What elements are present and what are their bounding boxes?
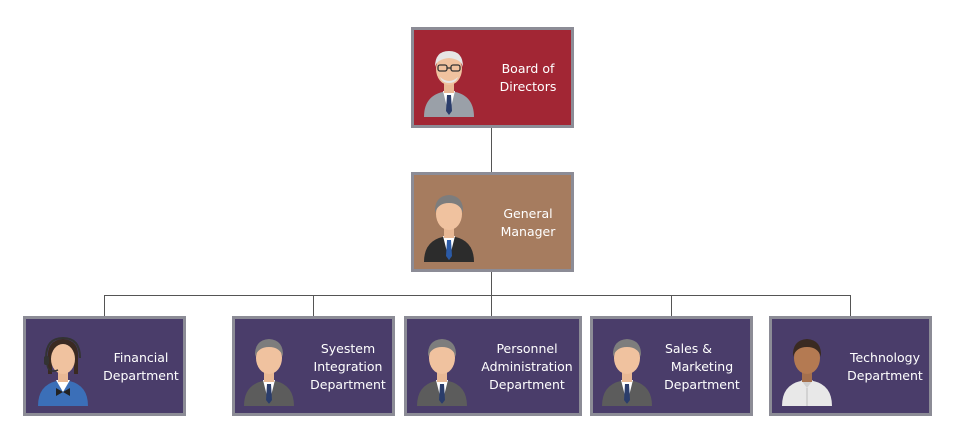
technology-label-line-1: Technology — [849, 350, 921, 365]
sales-label-line-3: Department — [664, 377, 740, 392]
connector-financial — [104, 295, 105, 318]
connector-sales — [671, 295, 672, 318]
financial-label-line-1: Financial — [113, 350, 169, 365]
receptionist-headset-avatar-icon — [38, 336, 88, 406]
financial-department-label: Financial Department — [96, 349, 186, 385]
connector-manager-bus — [491, 270, 492, 296]
system-integration-department-node[interactable]: Syestem Integration Department — [232, 316, 395, 416]
manager-label-line-1: General — [503, 206, 553, 221]
sales-marketing-department-label: Sales & Marketing Department — [657, 340, 747, 394]
manager-label-line-2: Manager — [500, 224, 556, 239]
system-label-line-3: Department — [310, 377, 386, 392]
financial-department-node[interactable]: Financial Department — [23, 316, 186, 416]
businessman-avatar-icon — [244, 339, 294, 406]
businessman-avatar-icon — [417, 339, 467, 406]
personnel-administration-department-label: Personnel Administration Department — [477, 340, 577, 394]
board-label-line-2: Directors — [499, 79, 557, 94]
personnel-label-line-1: Personnel — [496, 341, 558, 356]
personnel-label-line-2: Administration — [481, 359, 573, 374]
connector-horizontal-bus — [104, 295, 851, 296]
system-label-line-2: Integration — [313, 359, 383, 374]
casual-worker-avatar-icon — [782, 339, 832, 406]
technology-department-node[interactable]: Technology Department — [769, 316, 932, 416]
connector-system-integration — [313, 295, 314, 318]
elderly-executive-avatar-icon — [424, 51, 474, 117]
system-label-line-1: Syestem — [320, 341, 376, 356]
personnel-label-line-3: Department — [489, 377, 565, 392]
technology-label-line-2: Department — [847, 368, 923, 383]
sales-label-line-1: Sales & — [665, 341, 712, 356]
general-manager-label: General Manager — [488, 205, 568, 241]
sales-marketing-department-node[interactable]: Sales & Marketing Department — [590, 316, 753, 416]
sales-label-line-2: Marketing — [670, 359, 734, 374]
financial-label-line-2: Department — [103, 368, 179, 383]
personnel-administration-department-node[interactable]: Personnel Administration Department — [404, 316, 582, 416]
board-of-directors-node[interactable]: Board of Directors — [411, 27, 574, 128]
businessman-avatar-icon — [424, 195, 474, 262]
connector-personnel — [491, 295, 492, 318]
businessman-avatar-icon — [602, 339, 652, 406]
board-of-directors-label: Board of Directors — [488, 60, 568, 96]
connector-technology — [850, 295, 851, 318]
board-label-line-1: Board of — [501, 61, 555, 76]
connector-board-manager — [491, 126, 492, 174]
system-integration-department-label: Syestem Integration Department — [303, 340, 393, 394]
technology-department-label: Technology Department — [840, 349, 930, 385]
general-manager-node[interactable]: General Manager — [411, 172, 574, 272]
